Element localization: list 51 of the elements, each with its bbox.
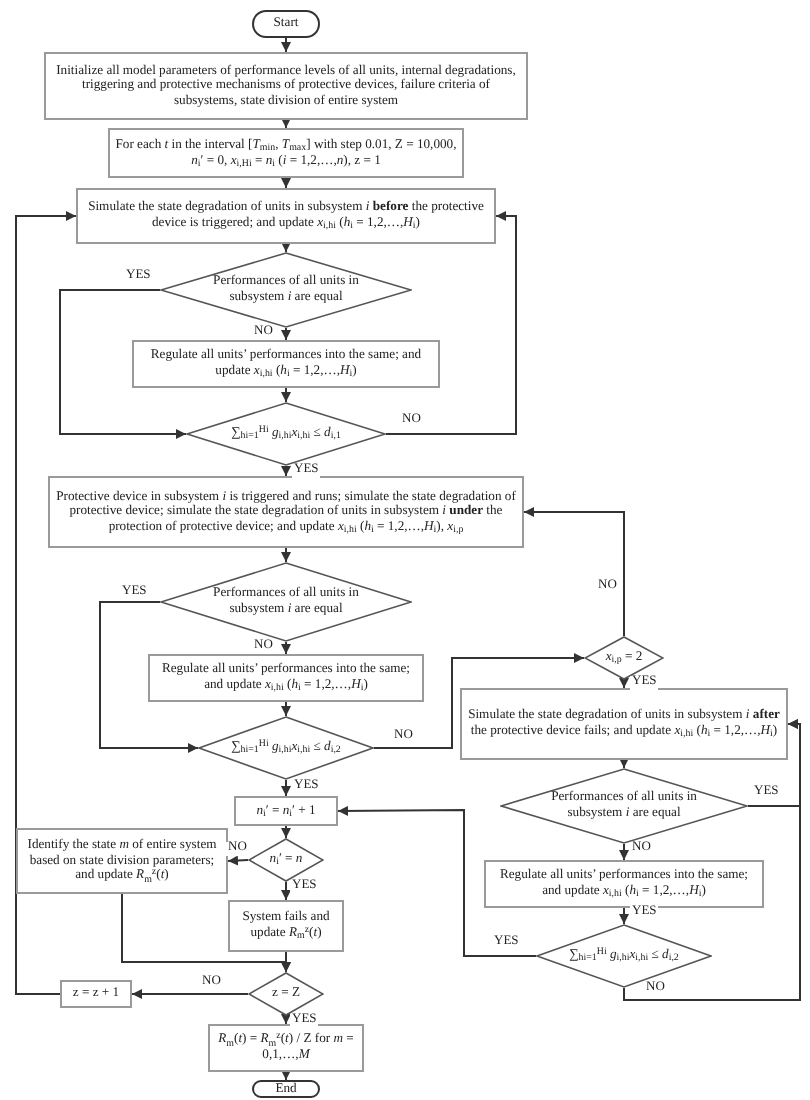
arrow [623,719,801,1001]
decision-diamond [248,972,324,1016]
arrow [281,37,291,53]
arrow [281,641,291,655]
arrow [281,118,291,129]
arrow [281,779,291,797]
arrow [281,547,291,563]
arrow [619,678,629,689]
arrow [281,327,291,341]
process-box [228,900,344,952]
arrow [99,601,199,753]
decision-diamond [160,562,412,642]
arrow [227,855,249,866]
arrow [281,242,291,253]
process-box [16,828,228,894]
decision-diamond [248,838,324,882]
decision-diamond [500,768,748,844]
arrow [619,843,629,861]
arrow [281,465,291,477]
process-box [234,796,338,826]
process-box [60,980,132,1008]
arrow [523,507,625,637]
arrow [281,1014,291,1025]
decision-diamond [536,924,712,988]
arrow [281,701,291,717]
arrow [59,289,187,439]
arrow [281,177,291,189]
arrow [281,1070,291,1081]
arrow [281,881,291,901]
arrow [337,805,537,957]
process-box [48,476,524,548]
process-box [132,340,440,388]
process-box [108,128,464,178]
arrow [15,211,77,995]
arrow [619,907,629,925]
arrow [385,211,517,435]
arrow [281,387,291,403]
process-box [76,188,496,244]
decision-diamond [160,252,412,328]
decision-diamond [198,716,374,780]
arrow [373,653,585,749]
process-box [208,1024,364,1072]
decision-diamond [186,402,386,466]
process-box [148,654,424,702]
arrow [619,758,629,769]
arrow [281,951,291,973]
arrow [131,989,249,999]
arrow [281,825,291,839]
process-box [460,688,788,760]
process-box [484,860,764,908]
process-box [44,52,528,120]
